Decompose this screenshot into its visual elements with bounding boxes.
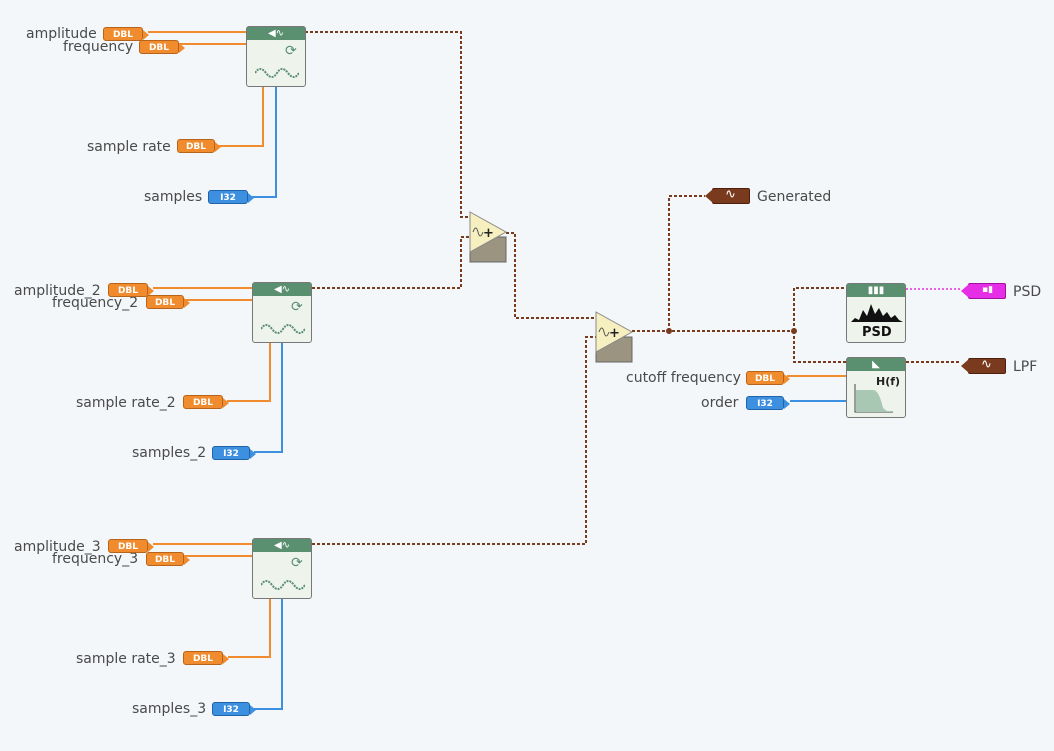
- transfer-function-label: H(f): [876, 375, 901, 388]
- waveform-icon: [261, 324, 305, 334]
- loop-icon: ⟳: [285, 43, 297, 59]
- order-i32-control[interactable]: I32: [746, 396, 790, 410]
- samples-label: samples: [144, 189, 203, 205]
- filter-response-icon: [854, 384, 893, 413]
- loop-icon: ⟳: [291, 299, 303, 315]
- amplitude-dbl-control[interactable]: DBL: [103, 27, 149, 41]
- sine-generator-icon: ◀∿: [253, 283, 311, 296]
- sine-generator-node-3[interactable]: ◀∿ ⟳: [252, 538, 312, 599]
- sample-rate-dbl-control[interactable]: DBL: [177, 139, 221, 153]
- amplitude-label: amplitude: [26, 26, 97, 42]
- frequency-3-dbl-control[interactable]: DBL: [146, 552, 190, 566]
- sample-rate-2-dbl-control[interactable]: DBL: [183, 395, 229, 409]
- sine-generator-icon: ◀∿: [253, 539, 311, 552]
- cutoff-frequency-label: cutoff frequency: [626, 370, 741, 386]
- lowpass-filter-node[interactable]: ◣ H(f): [846, 357, 906, 418]
- waveform-indicator-icon: ∿: [981, 357, 992, 372]
- sine-generator-node-1[interactable]: ◀∿ ⟳: [246, 26, 306, 87]
- order-label: order: [701, 395, 739, 411]
- samples-2-label: samples_2: [132, 445, 207, 461]
- waveform-icon: [261, 580, 305, 590]
- amplitude-3-label: amplitude_3: [14, 539, 101, 555]
- lpf-output-label: LPF: [1013, 359, 1038, 375]
- frequency-dbl-control[interactable]: DBL: [139, 40, 185, 54]
- psd-node[interactable]: ▮▮▮ PSD: [846, 283, 906, 343]
- sample-rate-label: sample rate: [87, 139, 171, 155]
- sample-rate-3-dbl-control[interactable]: DBL: [183, 651, 229, 665]
- amplitude-2-dbl-control[interactable]: DBL: [108, 283, 154, 297]
- lowpass-filter-icon: ◣: [847, 358, 905, 371]
- psd-icon: [851, 304, 903, 322]
- amplitude-3-dbl-control[interactable]: DBL: [108, 539, 154, 553]
- samples-3-label: samples_3: [132, 701, 207, 717]
- psd-indicator[interactable]: ▪▮: [961, 283, 1006, 299]
- lpf-indicator[interactable]: ∿: [961, 357, 1006, 374]
- generated-label: Generated: [757, 189, 832, 205]
- frequency-2-label: frequency_2: [52, 295, 139, 311]
- sine-generator-icon: ◀∿: [247, 27, 305, 40]
- psd-node-label: PSD: [862, 325, 892, 340]
- spectrum-indicator-icon: ▪▮: [982, 285, 994, 295]
- loop-icon: ⟳: [291, 555, 303, 571]
- cutoff-frequency-dbl-control[interactable]: DBL: [746, 371, 790, 385]
- svg-text:+: +: [609, 326, 620, 341]
- frequency-3-label: frequency_3: [52, 551, 139, 567]
- samples-2-i32-control[interactable]: I32: [212, 446, 256, 460]
- add-node-2[interactable]: +: [595, 311, 634, 363]
- psd-output-label: PSD: [1013, 284, 1042, 300]
- waveform-icon: [255, 68, 299, 78]
- svg-text:+: +: [483, 226, 494, 241]
- sample-rate-3-label: sample rate_3: [76, 651, 176, 667]
- sine-generator-node-2[interactable]: ◀∿ ⟳: [252, 282, 312, 343]
- waveform-indicator-icon: ∿: [725, 187, 736, 202]
- sample-rate-2-label: sample rate_2: [76, 395, 176, 411]
- frequency-2-dbl-control[interactable]: DBL: [146, 295, 190, 309]
- samples-i32-control[interactable]: I32: [208, 190, 254, 204]
- frequency-label: frequency: [63, 39, 134, 55]
- add-node-1[interactable]: +: [469, 211, 508, 263]
- amplitude-2-label: amplitude_2: [14, 283, 101, 299]
- samples-3-i32-control[interactable]: I32: [212, 702, 256, 716]
- psd-header-icon: ▮▮▮: [847, 284, 905, 297]
- generated-indicator[interactable]: ∿: [705, 187, 750, 204]
